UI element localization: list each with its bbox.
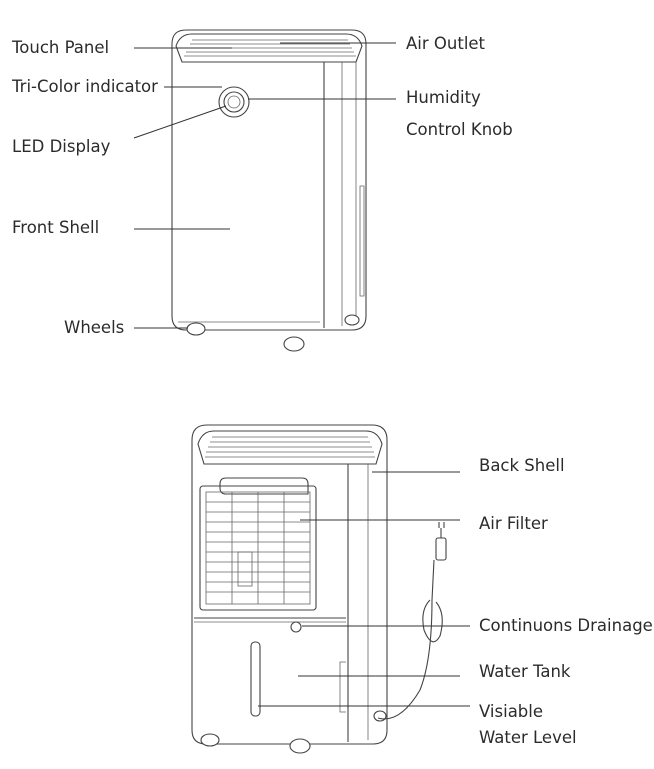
back-view-unit [191, 424, 447, 754]
front-leader-lines [133, 42, 396, 329]
visible-label: Visiable [479, 702, 544, 721]
control-knob-label: Control Knob [406, 120, 513, 139]
led-display-label: LED Display [12, 137, 111, 156]
touch-panel-label: Touch Panel [12, 38, 110, 57]
water-tank-label: Water Tank [479, 662, 571, 681]
air-outlet-label: Air Outlet [406, 34, 486, 53]
continuous-drainage-label: Continuons Drainage [479, 616, 653, 635]
front-shell-label: Front Shell [12, 218, 100, 237]
back-shell-label: Back Shell [479, 456, 565, 475]
water-level-label: Water Level [479, 728, 577, 747]
air-filter-label: Air Filter [479, 514, 548, 533]
wheels-label: Wheels [64, 318, 125, 337]
humidity-label: Humidity [406, 88, 481, 107]
tri-color-indicator-label: Tri-Color indicator [12, 77, 158, 96]
front-view-unit [171, 29, 367, 352]
back-leader-lines [258, 471, 470, 707]
